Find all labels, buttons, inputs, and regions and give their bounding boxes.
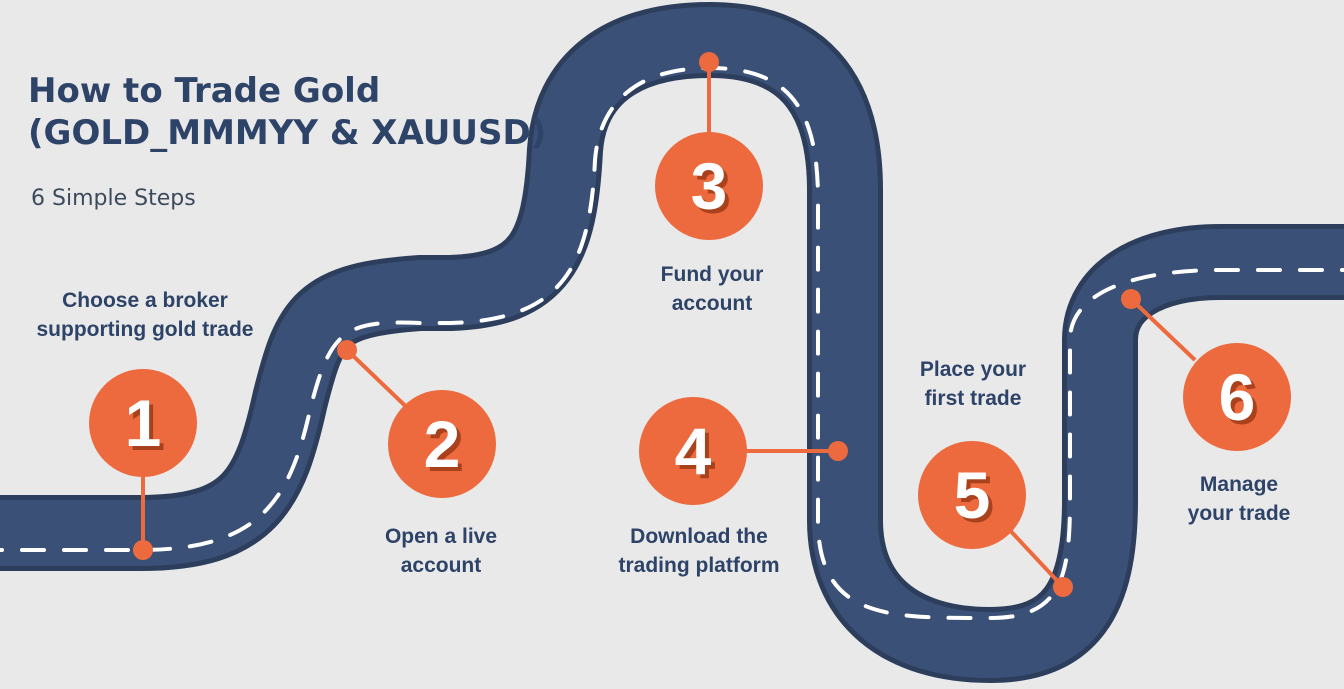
waypoint-dot-5 [1053,577,1073,597]
step-5-label-line-1: Place your [919,358,1027,381]
step-5-label: Place your first trade [828,355,1118,413]
step-1-label-line-1: Choose a broker [62,289,228,312]
step-2-label-line-2: account [400,554,482,577]
step-2-label-line-1: Open a live [384,525,498,548]
step-5-number: 5 [953,458,991,532]
step-3-label-line-1: Fund your [660,263,764,286]
step-6-badge: 6 [1183,343,1291,451]
page-subtitle: 6 Simple Steps [31,186,196,211]
step-1-label-line-2: supporting gold trade [36,318,254,341]
waypoint-dot-3 [699,52,719,72]
step-3-number: 3 [690,149,728,223]
step-2-number: 2 [423,407,461,481]
waypoint-dot-6 [1121,289,1141,309]
step-4-label-line-1: Download the [630,525,768,548]
step-1-badge: 1 [89,369,197,477]
step-3-label-line-2: account [671,292,753,315]
title-line-1: How to Trade Gold [28,71,381,111]
step-6-label: Manage your trade [1094,470,1344,528]
step-5-badge: 5 [918,441,1026,549]
step-3-label: Fund your account [567,260,857,318]
step-3-badge: 3 [655,132,763,240]
step-2-badge: 2 [388,390,496,498]
waypoint-dot-4 [828,441,848,461]
step-2-label: Open a live account [296,522,586,580]
step-5-label-line-2: first trade [924,387,1022,410]
connector-5 [1003,523,1065,589]
step-4-number: 4 [674,414,712,488]
step-4-label: Download the trading platform [554,522,844,580]
step-4-badge: 4 [639,397,747,505]
step-6-label-line-2: your trade [1187,502,1291,525]
page-title: How to Trade Gold (GOLD_MMMYY & XAUUSD) [28,70,546,154]
step-1-number: 1 [124,386,162,460]
waypoint-dot-2 [337,340,357,360]
road-surface [0,7,1344,678]
step-6-number: 6 [1218,360,1256,434]
connector-6 [1129,297,1197,362]
waypoint-dot-1 [133,540,153,560]
step-4-label-line-2: trading platform [618,554,780,577]
step-6-label-line-1: Manage [1199,473,1279,496]
step-1-label: Choose a broker supporting gold trade [0,286,290,344]
title-line-2: (GOLD_MMMYY & XAUUSD) [28,113,547,153]
